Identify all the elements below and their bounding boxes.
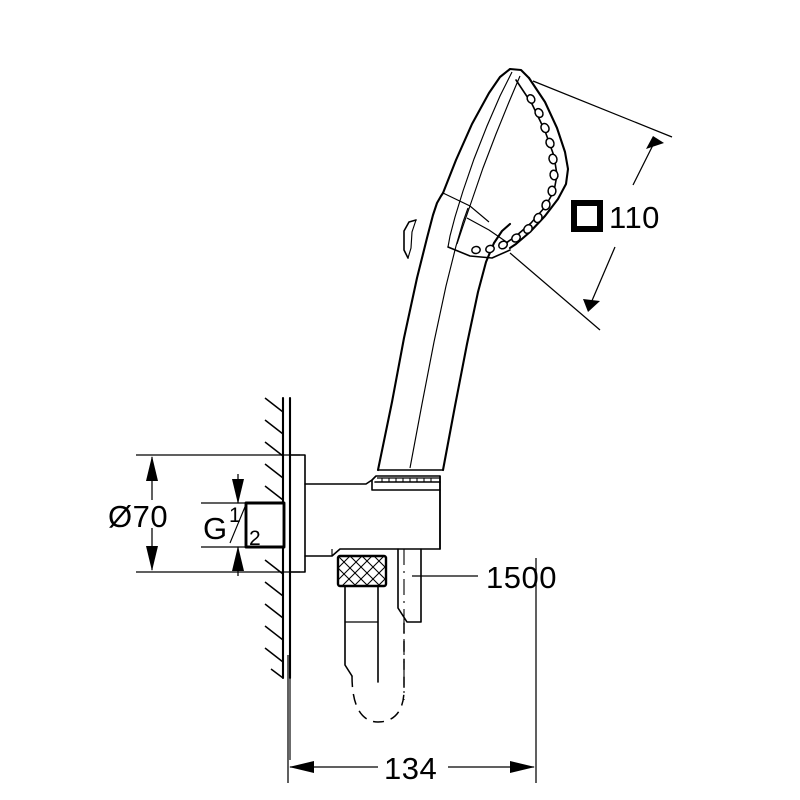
arrow-head-top [146, 456, 158, 481]
fraction-denominator: 2 [249, 527, 261, 550]
arrow-head-lower [583, 299, 600, 312]
arrow-head-left [289, 761, 314, 773]
dimension-spray-face-size: 110 [509, 80, 673, 331]
arrow-head-top [232, 479, 244, 504]
arrow-head-bottom [146, 546, 158, 571]
arrow-head-bottom [232, 546, 244, 571]
hand-shower-handle [374, 191, 512, 483]
knurl-crosshatch [337, 555, 387, 587]
knurled-connection-nut [336, 554, 388, 588]
dimension-label-thread-G: G [203, 511, 228, 546]
shower-hose [344, 585, 405, 723]
arrow-head-right [510, 761, 535, 773]
dimension-label-1500: 1500 [486, 560, 557, 595]
collar-serrations [381, 478, 432, 482]
fraction-numerator: 1 [229, 504, 241, 527]
diameter-symbol: Ø [108, 499, 133, 534]
spray-nozzle-row [471, 94, 559, 255]
dimension-wall-flange-diameter: Ø70 [108, 454, 300, 573]
dimension-hose-length: 1500 [412, 560, 557, 595]
wall-hatching [264, 397, 284, 679]
dimension-label-110: 110 [609, 200, 660, 235]
dimension-thread-size: G 1 2 [201, 474, 261, 576]
wall-bracket-holder [304, 475, 441, 623]
hand-shower-spray-head [441, 67, 570, 259]
dimension-label-diameter70: Ø70 [108, 499, 168, 534]
dimension-projection-from-wall: 134 [287, 558, 537, 786]
dimension-label-134: 134 [384, 751, 437, 786]
arrow-head-upper [646, 136, 664, 149]
